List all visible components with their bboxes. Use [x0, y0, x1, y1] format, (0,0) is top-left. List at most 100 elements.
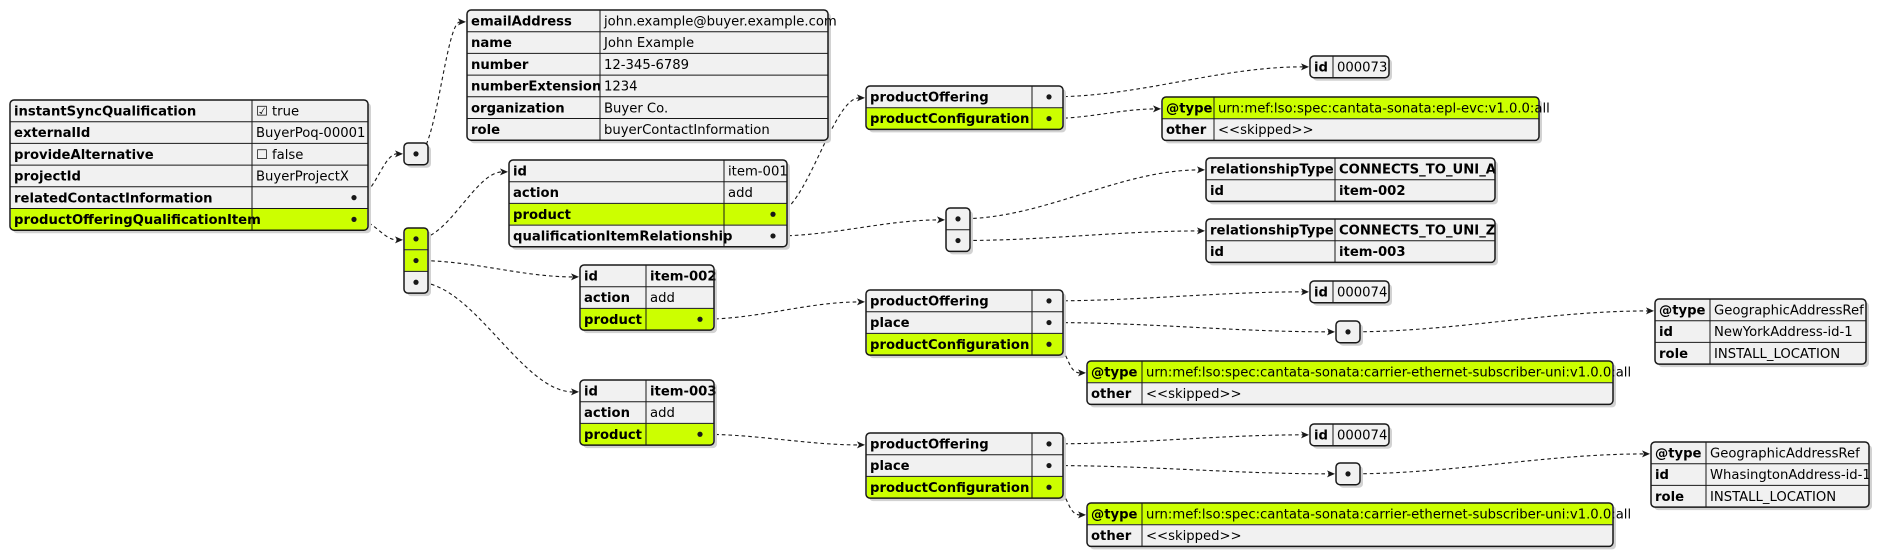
edge-arrowhead [1327, 328, 1335, 336]
row-highlight [1088, 503, 1612, 525]
row-value: <<skipped>> [1146, 387, 1242, 402]
table-row: product [509, 202, 787, 225]
edge-source-dot [955, 237, 961, 244]
row-key: emailAddress [471, 14, 572, 29]
table-row: productOffering [870, 437, 989, 452]
row-value: <<skipped>> [1146, 529, 1242, 544]
row-highlight [867, 476, 1062, 498]
table-row: qualificationItemRelationship [509, 224, 787, 245]
edge [701, 433, 865, 449]
table-row: relatedContactInformation [10, 186, 368, 206]
table-frame [508, 159, 788, 248]
row-value: buyerContactInformation [604, 123, 770, 138]
row-key: productConfiguration [870, 112, 1029, 127]
table-place-array-003 [1335, 462, 1363, 488]
edge-line [1349, 310, 1649, 333]
table-row: productConfiguration [866, 107, 1063, 129]
table-row: instantSyncQualification☑ true [14, 104, 299, 119]
row-value: item-002 [650, 269, 717, 284]
row-value: 12-345-6789 [604, 58, 689, 73]
edge-source-dot [413, 279, 419, 285]
row-value: add [728, 186, 753, 201]
row-key: id [1210, 245, 1224, 260]
row-key: externalId [14, 126, 90, 141]
edge-source-dot [1345, 329, 1351, 335]
edge-line [701, 433, 860, 446]
edge-line [774, 219, 940, 237]
table-body [1655, 299, 1866, 365]
row-key: id [1659, 325, 1673, 340]
edge-arrowhead [1642, 450, 1650, 458]
table-frame [403, 227, 429, 294]
row-key: other [1091, 387, 1132, 402]
edge [417, 18, 466, 155]
row-key: productOffering [870, 294, 989, 309]
edge-line [959, 230, 1200, 242]
edge [355, 218, 403, 244]
table-row: id 000074 [1314, 285, 1387, 300]
table-row: place [866, 311, 1063, 331]
table-frame [945, 207, 971, 253]
edge-line [1050, 322, 1330, 333]
row-value: 000074 [1337, 285, 1387, 300]
table-frame [579, 379, 715, 446]
row-key: id [584, 384, 598, 399]
table-frame [1654, 298, 1867, 365]
row-value: <<skipped>> [1218, 123, 1314, 138]
edge-source-dot [413, 151, 419, 157]
table-frame [1309, 423, 1390, 447]
row-value: urn:mef:lso:spec:cantata-sonata:carrier-… [1146, 365, 1631, 380]
table-frame [865, 289, 1064, 356]
row-value: item-003 [1339, 245, 1406, 260]
row-value: WhasingtonAddress-id-1 [1710, 468, 1871, 483]
table-row: provideAlternative☐ false [10, 142, 368, 163]
row-value: item-001 [728, 164, 788, 179]
table-frame [1335, 320, 1361, 344]
row-value: add [650, 406, 675, 421]
edge-arrowhead [857, 94, 865, 102]
row-value: urn:mef:lso:spec:cantata-sonata:epl-evc:… [1218, 101, 1550, 116]
row-value: 1234 [604, 80, 638, 95]
row-key: productOffering [870, 437, 989, 452]
edge [1050, 105, 1161, 120]
edge-source-dot [413, 257, 419, 264]
edge [1349, 307, 1654, 333]
row-key: product [584, 313, 642, 328]
table-row: productConfiguration [866, 332, 1063, 355]
row-key: qualificationItemRelationship [513, 230, 732, 245]
row-key: id [1314, 285, 1328, 300]
table-frame [1650, 441, 1870, 508]
edge-line [417, 281, 574, 393]
row-key: @type [1659, 303, 1706, 318]
edge-source-dot [697, 316, 703, 322]
row-key: productOfferingQualificationItem [14, 213, 261, 228]
edge [1050, 343, 1086, 377]
edge [774, 94, 865, 215]
row-value: 000073 [1337, 60, 1387, 75]
edge-source-dot [1046, 484, 1052, 490]
edge-arrowhead [395, 150, 403, 158]
table-body [1310, 56, 1389, 78]
row-key: id [1210, 184, 1224, 199]
row-key: number [471, 58, 529, 73]
edge-source-dot [1046, 319, 1052, 326]
edge-arrowhead [857, 298, 865, 306]
row-key: provideAlternative [14, 148, 154, 163]
